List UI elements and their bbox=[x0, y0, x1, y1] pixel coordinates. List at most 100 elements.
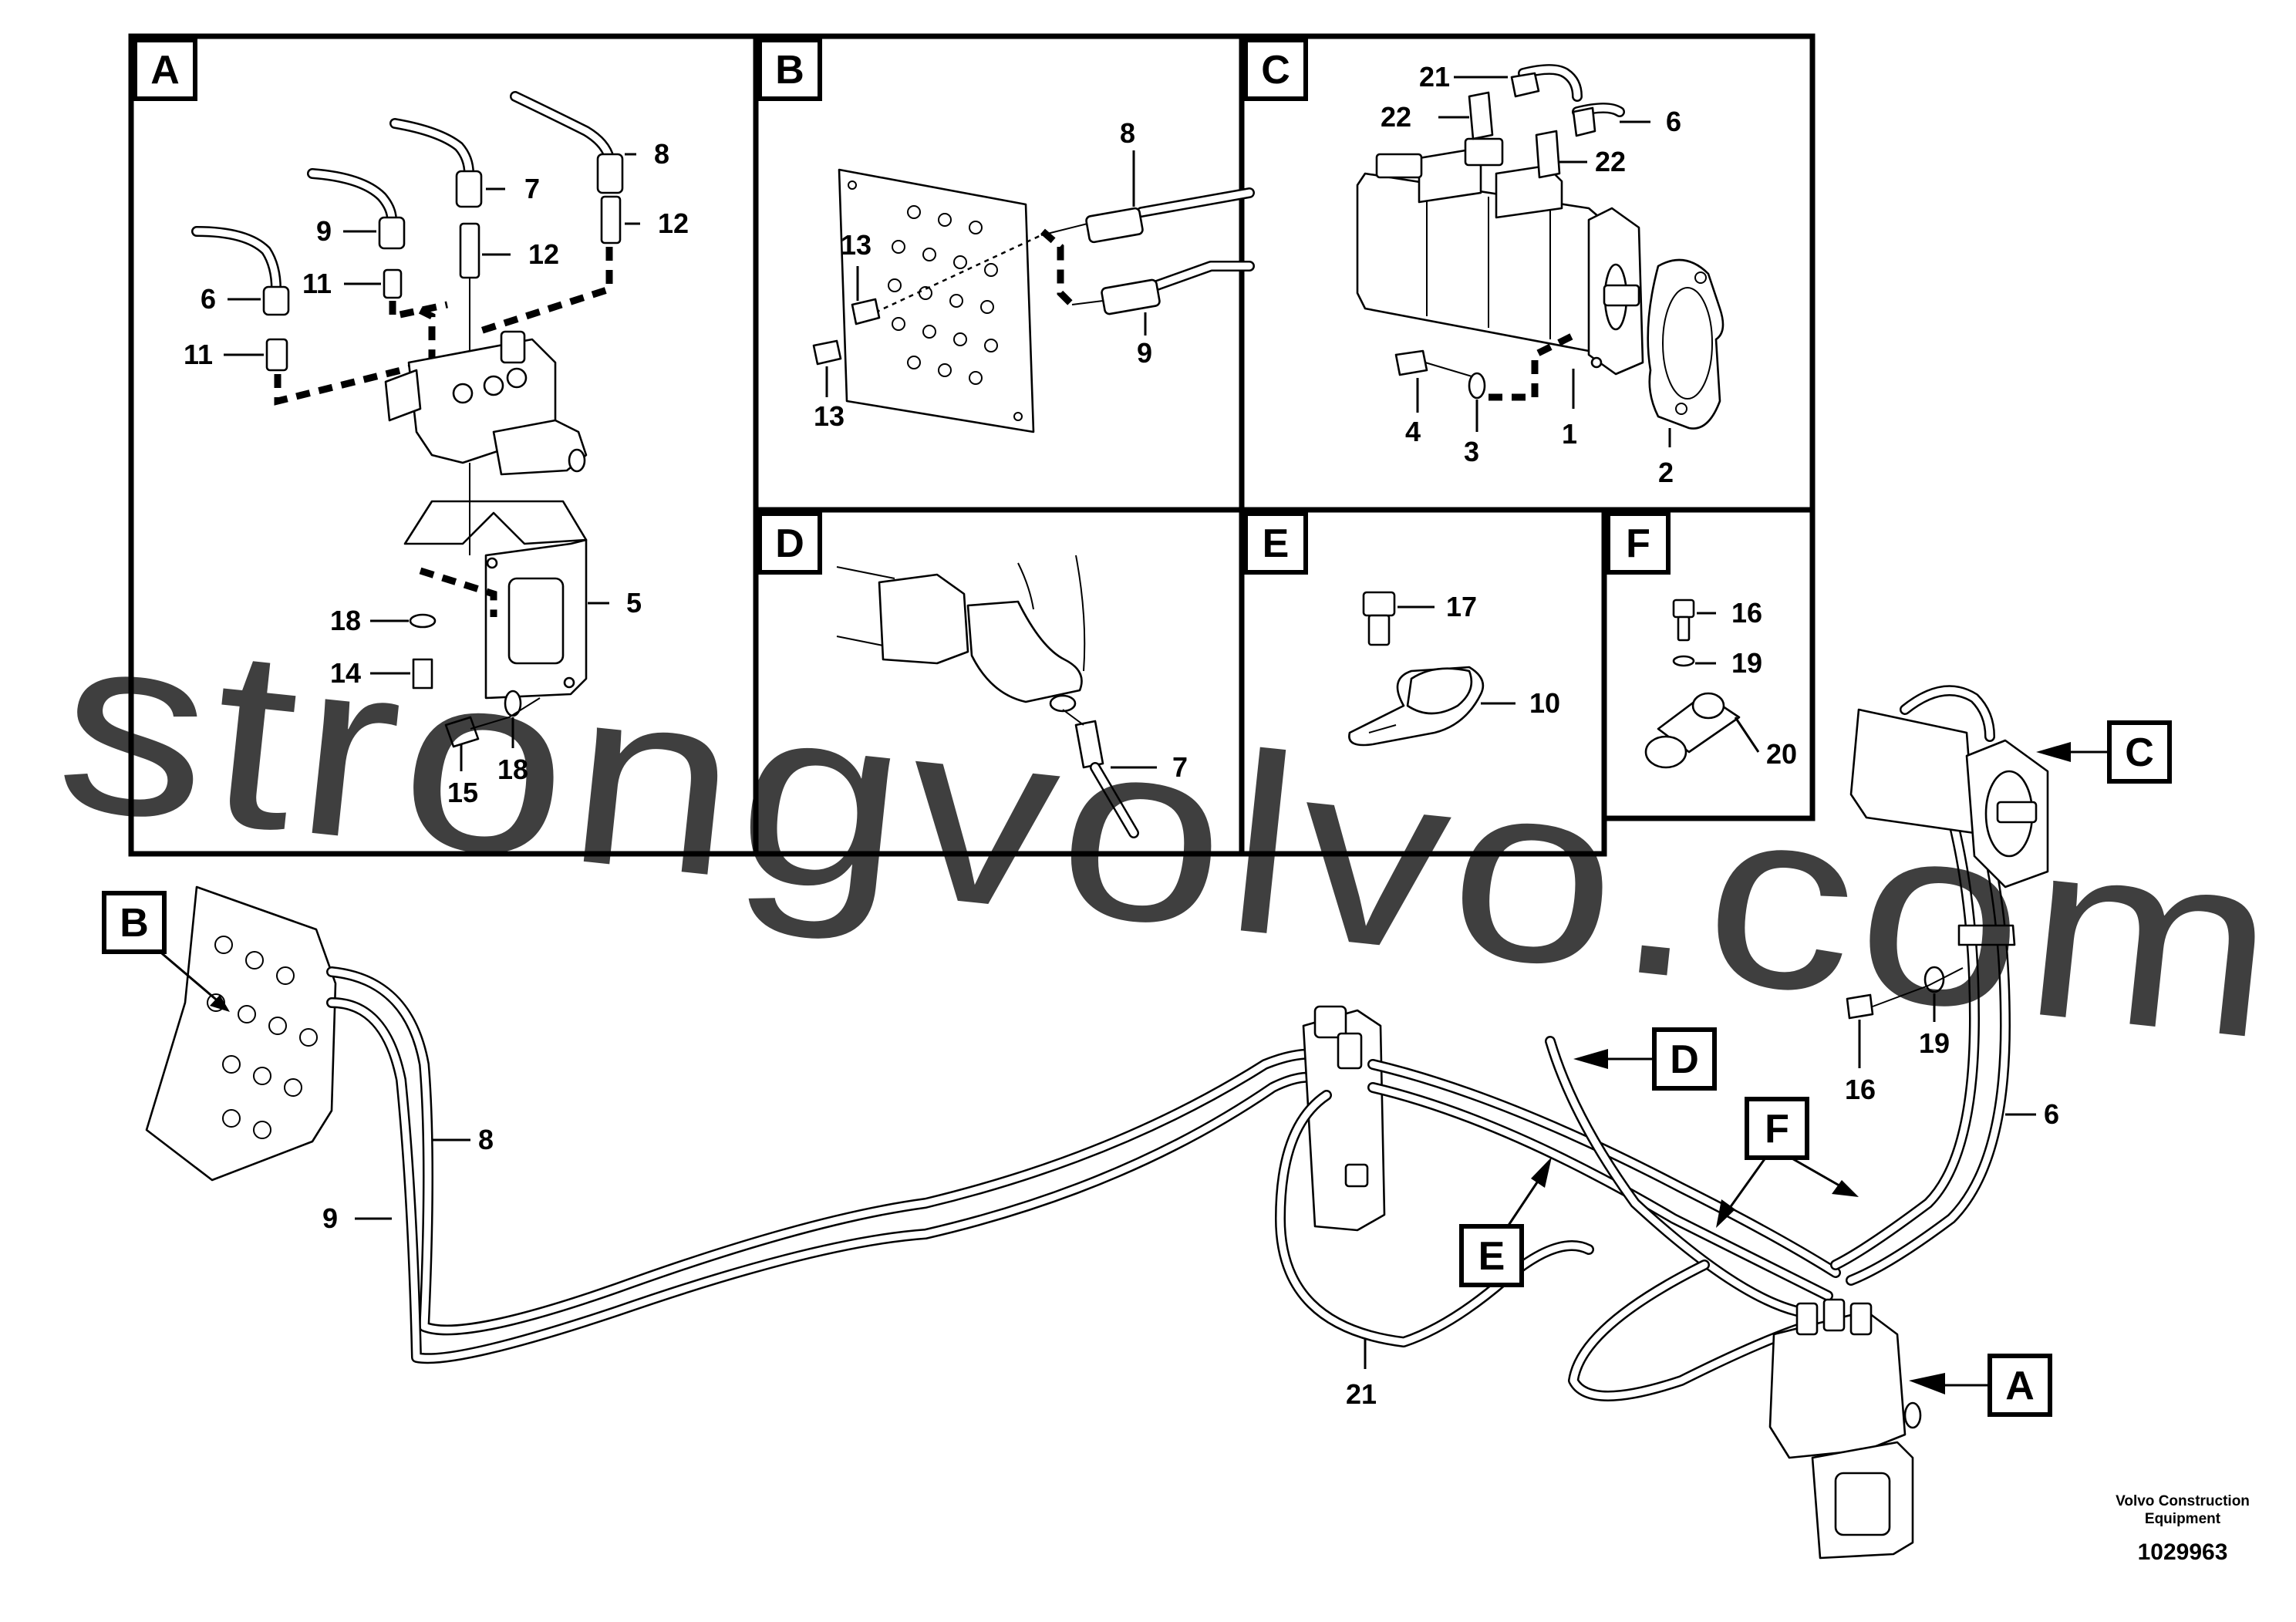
callout-a-8: 8 bbox=[654, 138, 669, 170]
bulkhead-plate bbox=[838, 168, 1035, 433]
panel-e-drawing bbox=[1348, 591, 1485, 747]
nut-13-upper bbox=[851, 298, 881, 325]
panel-label-c: C bbox=[1243, 38, 1308, 101]
mounting-bracket-5 bbox=[403, 500, 588, 545]
panel-d-drawing bbox=[836, 555, 1139, 838]
main-control-valve bbox=[1768, 1310, 1907, 1459]
panel-c-drawing bbox=[1356, 64, 1725, 430]
bolt-4 bbox=[1394, 349, 1428, 376]
panel-label-f: F bbox=[1606, 511, 1671, 575]
brand-line-2: Equipment bbox=[2145, 1511, 2221, 1527]
document-id: 1029963 bbox=[2138, 1539, 2228, 1565]
main-assembly bbox=[145, 685, 2049, 1560]
callout-a-18-upper: 18 bbox=[330, 605, 361, 636]
svg-text:E: E bbox=[1478, 1234, 1505, 1279]
hose-end-8 bbox=[1085, 207, 1144, 244]
hose-end-7 bbox=[1074, 720, 1104, 769]
panel-label-d: D bbox=[757, 511, 822, 575]
callout-a-12-right: 12 bbox=[658, 207, 689, 239]
adapter-11-lower bbox=[265, 338, 288, 372]
callout-a-14: 14 bbox=[330, 657, 361, 689]
washer-18-upper bbox=[409, 613, 437, 629]
panel-b-callouts: 8 13 13 9 bbox=[814, 117, 1152, 432]
svg-text:C: C bbox=[1261, 48, 1290, 93]
fitting-9 bbox=[378, 216, 406, 250]
bolt-14 bbox=[412, 658, 433, 690]
bolt-16 bbox=[1672, 599, 1695, 619]
panel-label-b: B bbox=[757, 38, 822, 101]
svg-text:D: D bbox=[1670, 1037, 1699, 1082]
callout-c-1: 1 bbox=[1562, 418, 1577, 450]
fitting-6 bbox=[1572, 106, 1596, 137]
callout-main-19: 19 bbox=[1919, 1027, 1950, 1059]
callout-b-9: 9 bbox=[1137, 337, 1152, 369]
callout-e-10: 10 bbox=[1529, 687, 1560, 719]
callout-a-9: 9 bbox=[316, 215, 332, 247]
panel-f-drawing bbox=[1644, 599, 1741, 769]
adapter-12-left bbox=[459, 222, 480, 279]
hydraulic-pump-1 bbox=[1356, 172, 1617, 352]
panel-f-callouts: 16 19 20 bbox=[1695, 597, 1797, 770]
callout-main-6: 6 bbox=[2044, 1098, 2059, 1130]
brand-line-1: Volvo Construction bbox=[2116, 1493, 2250, 1509]
callout-a-5: 5 bbox=[626, 587, 642, 619]
main-bolt-16 bbox=[1846, 993, 1874, 1020]
adapter-11-upper bbox=[383, 268, 403, 299]
callout-f-20: 20 bbox=[1766, 738, 1797, 770]
callout-c-22-right: 22 bbox=[1595, 146, 1626, 177]
panel-d-callouts: 7 bbox=[1111, 751, 1188, 783]
callout-a-7: 7 bbox=[524, 173, 540, 204]
callout-c-2: 2 bbox=[1658, 457, 1674, 488]
washer-3 bbox=[1468, 372, 1486, 400]
washer-19 bbox=[1672, 655, 1695, 667]
svg-text:D: D bbox=[775, 521, 804, 566]
callout-main-16: 16 bbox=[1845, 1074, 1876, 1105]
panel-a-drawing bbox=[191, 91, 624, 748]
callout-f-16: 16 bbox=[1731, 597, 1762, 629]
main-tag-e: E bbox=[1459, 1157, 1552, 1287]
panel-a-callouts: 8 7 12 12 9 11 6 11 5 18 14 15 18 bbox=[184, 138, 689, 808]
svg-text:C: C bbox=[2125, 730, 2154, 775]
main-tag-a: A bbox=[1909, 1354, 2052, 1417]
svg-text:B: B bbox=[120, 901, 149, 946]
svg-text:A: A bbox=[2005, 1364, 2035, 1408]
callout-c-22-left: 22 bbox=[1381, 101, 1411, 133]
callout-c-3: 3 bbox=[1464, 436, 1479, 467]
callout-a-18-lower: 18 bbox=[497, 754, 528, 785]
main-callouts: 8 9 21 16 19 6 bbox=[322, 993, 2059, 1410]
panel-c-callouts: 21 22 6 22 4 3 1 2 bbox=[1381, 61, 1681, 488]
svg-text:B: B bbox=[775, 48, 804, 93]
main-tag-f: F bbox=[1716, 1097, 1859, 1228]
watermark-text: strongvolvo.com bbox=[47, 576, 2294, 1094]
nut-13-lower bbox=[812, 339, 842, 366]
svg-text:F: F bbox=[1765, 1107, 1789, 1152]
callout-main-9: 9 bbox=[322, 1202, 338, 1234]
callout-b-8: 8 bbox=[1120, 117, 1135, 149]
svg-text:E: E bbox=[1263, 521, 1290, 566]
callout-c-4: 4 bbox=[1405, 416, 1421, 447]
callout-e-17: 17 bbox=[1446, 591, 1477, 622]
hose-end-9 bbox=[1101, 278, 1161, 315]
fitting-6 bbox=[262, 285, 290, 316]
panel-label-e: E bbox=[1243, 511, 1308, 575]
callout-c-21: 21 bbox=[1419, 61, 1450, 93]
callout-a-11-lower: 11 bbox=[184, 339, 213, 370]
callout-main-21: 21 bbox=[1346, 1378, 1377, 1410]
panel-b-drawing bbox=[812, 168, 1255, 433]
callout-a-6: 6 bbox=[201, 283, 216, 315]
fitting-7 bbox=[455, 170, 483, 208]
adapter-12-right bbox=[600, 195, 622, 244]
callout-c-6: 6 bbox=[1666, 106, 1681, 137]
main-tag-d: D bbox=[1573, 1027, 1717, 1091]
fitting-22-left bbox=[1468, 91, 1494, 140]
fitting-22-right bbox=[1535, 130, 1561, 179]
svg-text:A: A bbox=[150, 48, 180, 93]
main-tag-c: C bbox=[2036, 720, 2172, 784]
cylinder-flange bbox=[878, 573, 969, 665]
callout-b-13-upper: 13 bbox=[841, 229, 872, 261]
fitting-21 bbox=[1510, 72, 1540, 98]
callout-f-19: 19 bbox=[1731, 647, 1762, 679]
main-bulkhead-plate bbox=[145, 885, 337, 1182]
callout-a-11-upper: 11 bbox=[302, 268, 332, 299]
callout-a-15: 15 bbox=[447, 777, 478, 808]
